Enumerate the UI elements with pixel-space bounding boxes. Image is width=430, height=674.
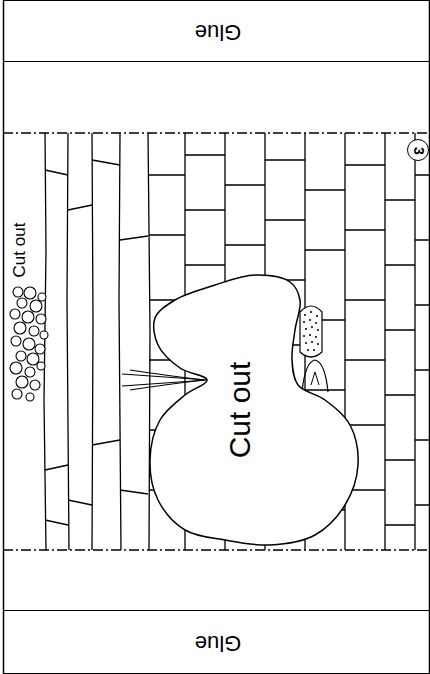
cut-out-label: Cut out xyxy=(11,223,28,278)
frame xyxy=(4,0,430,674)
arch xyxy=(311,372,319,385)
cut-line xyxy=(3,549,430,551)
frame-line xyxy=(3,0,5,674)
cell-wall xyxy=(119,133,121,550)
glue-band: Glue xyxy=(3,0,430,62)
cell-wall xyxy=(148,133,150,550)
spike xyxy=(122,374,208,386)
spike xyxy=(130,380,204,390)
pebble-cluster xyxy=(10,287,48,401)
cut-out-region: Cut out xyxy=(145,270,365,550)
dotted-cell xyxy=(300,306,328,392)
cut-line xyxy=(3,132,430,134)
region-label: Cut out xyxy=(225,362,255,459)
cross-wall xyxy=(45,160,148,525)
arch xyxy=(302,360,328,392)
dots xyxy=(303,311,319,351)
callout-number: 3 xyxy=(412,147,426,155)
region-label: Glue xyxy=(194,21,240,43)
cut-out-outline xyxy=(150,275,358,545)
cut-line xyxy=(3,133,430,550)
cut-out-outline xyxy=(145,270,365,550)
glue-band: Glue xyxy=(3,610,430,674)
dotted-body xyxy=(300,306,322,357)
callout-number: 3 xyxy=(407,139,429,161)
frame-line xyxy=(429,0,430,674)
cell-walls xyxy=(44,133,429,550)
cell-wall xyxy=(67,133,69,550)
region-label: Glue xyxy=(194,632,240,654)
cell-wall xyxy=(92,133,93,550)
cell-wall xyxy=(44,133,46,550)
